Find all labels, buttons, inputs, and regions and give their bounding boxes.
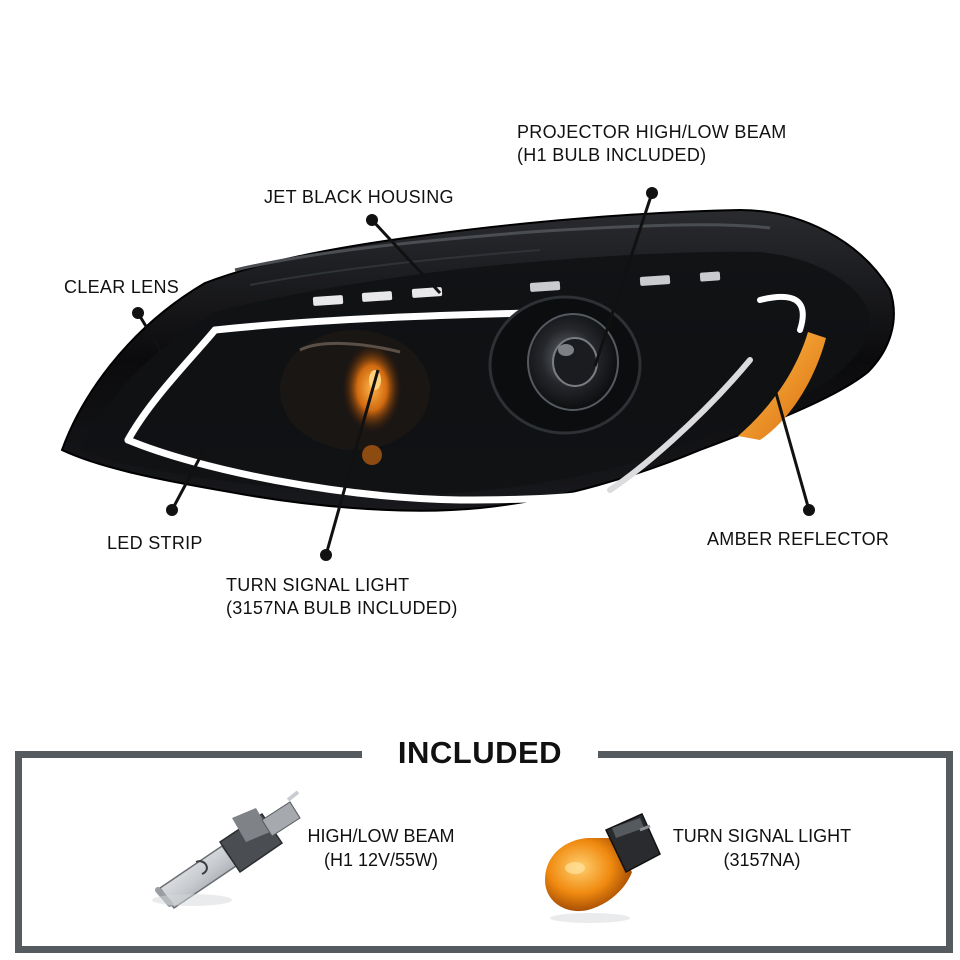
h1-bulb-icon — [152, 790, 301, 910]
included-item-h1-line2: (H1 12V/55W) — [323, 850, 439, 870]
callout-led: LED STRIP — [107, 532, 203, 555]
callout-turn: TURN SIGNAL LIGHT (3157NA BULB INCLUDED) — [226, 574, 458, 620]
included-item-3157na-line2: (3157NA) — [723, 850, 801, 870]
callout-led-line1: LED STRIP — [107, 533, 203, 553]
led-strip-bar — [124, 293, 806, 504]
included-item-3157na-line1: TURN SIGNAL LIGHT — [672, 826, 852, 846]
callout-projector: PROJECTOR HIGH/LOW BEAM (H1 BULB INCLUDE… — [517, 121, 787, 167]
callout-housing-line1: JET BLACK HOUSING — [264, 187, 454, 207]
amber-side-reflector — [738, 332, 826, 440]
callout-housing: JET BLACK HOUSING — [264, 186, 454, 209]
callout-lens-line1: CLEAR LENS — [64, 277, 180, 297]
callout-amber: AMBER REFLECTOR — [707, 528, 889, 551]
3157na-bulb-icon — [545, 813, 661, 923]
callout-lens: CLEAR LENS — [64, 276, 179, 299]
callout-turn-line1: TURN SIGNAL LIGHT — [226, 575, 410, 595]
included-item-h1-line1: HIGH/LOW BEAM — [307, 826, 455, 846]
callout-projector-line1: PROJECTOR HIGH/LOW BEAM — [517, 122, 787, 142]
callout-turn-line2: (3157NA BULB INCLUDED) — [226, 598, 458, 618]
projector-lens — [488, 295, 642, 435]
callout-projector-line2: (H1 BULB INCLUDED) — [517, 145, 707, 165]
included-title: INCLUDED — [362, 726, 598, 776]
included-item-3157na: TURN SIGNAL LIGHT (3157NA) — [660, 824, 864, 872]
callout-amber-line1: AMBER REFLECTOR — [707, 529, 890, 549]
led-segments — [312, 271, 721, 306]
callout-leaders — [132, 187, 815, 561]
headlight-housing — [60, 208, 895, 512]
included-item-h1: HIGH/LOW BEAM (H1 12V/55W) — [298, 824, 464, 872]
